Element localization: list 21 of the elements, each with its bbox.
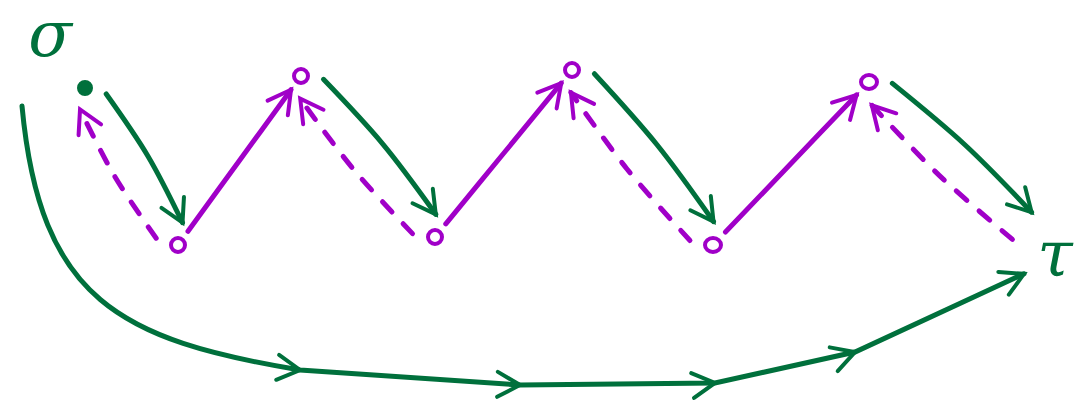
arrow [76,107,159,241]
arrow [722,92,860,235]
arrow [185,87,294,234]
point-marker [426,228,444,246]
point-marker [77,80,93,96]
math-symbol: τ [1036,222,1075,286]
arrow [103,91,186,226]
point-marker [292,67,310,85]
arrow [297,96,415,237]
arrow [568,90,693,243]
arrow [443,80,564,227]
point-marker [563,61,581,79]
math-symbol: σ [27,2,75,66]
arrow [321,76,439,217]
arrow [889,80,1035,215]
arrow [591,71,716,225]
arrow [19,103,1028,400]
arrow [869,102,1015,242]
point-marker [703,236,723,254]
point-marker [169,236,187,254]
point-marker [859,73,879,91]
